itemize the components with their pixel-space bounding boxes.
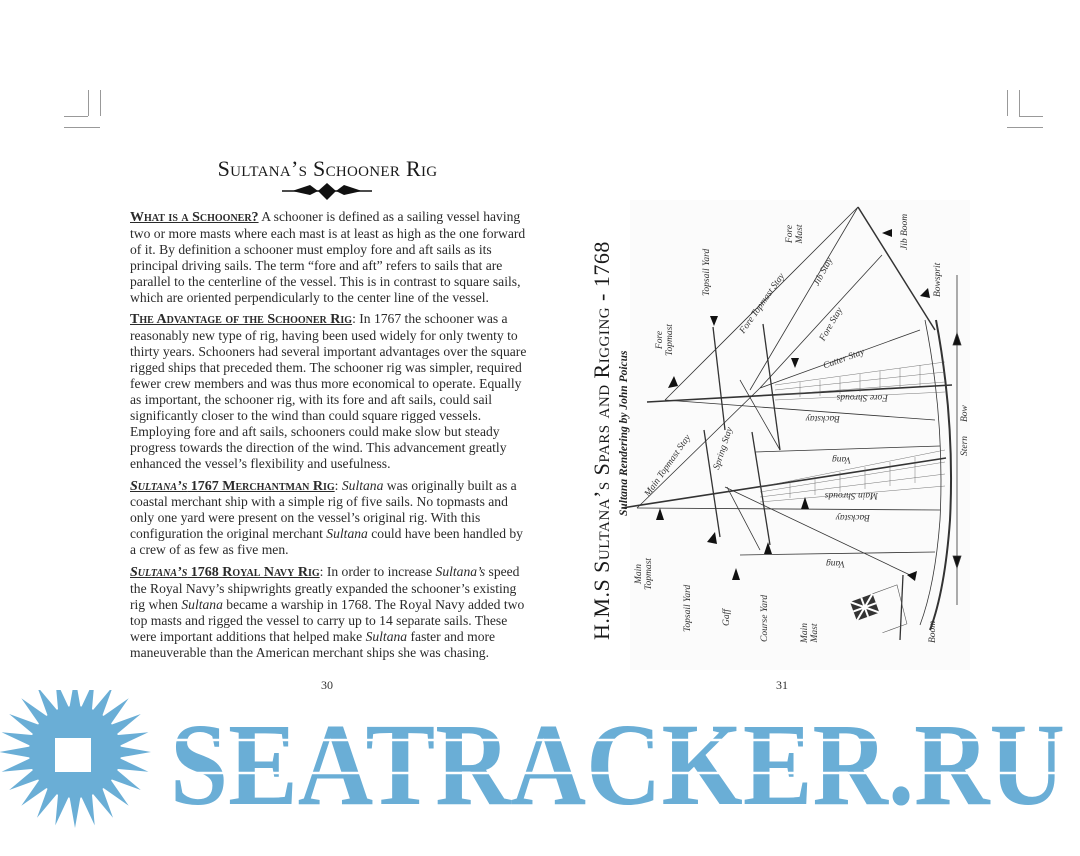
vang-fore-line bbox=[754, 445, 941, 453]
label-gaff: Gaff bbox=[722, 609, 732, 626]
diagram-title: H.M.S Sultana’s Spars and Rigging - 1768 bbox=[589, 241, 614, 640]
section-advantage: The Advantage of the Schooner Rig: In 17… bbox=[130, 311, 528, 471]
crop-mark bbox=[88, 90, 89, 116]
union-jack-flag-icon bbox=[849, 584, 908, 634]
crop-mark bbox=[100, 90, 101, 116]
course-yard-fore bbox=[762, 323, 781, 451]
section-heading: 1768 Royal Navy Rig bbox=[187, 565, 320, 581]
left-page: Sultana’s Schooner Rig What is a Schoone… bbox=[130, 156, 528, 692]
main-topmast-stay-line bbox=[636, 387, 761, 509]
backstay-main-line bbox=[636, 507, 941, 511]
section-royal-navy-rig: Sultana’s 1768 Royal Navy Rig: In order … bbox=[130, 564, 528, 660]
crop-mark bbox=[1019, 116, 1043, 117]
topsail-yard-main bbox=[703, 429, 721, 538]
spring-stay-line bbox=[724, 486, 911, 576]
watermark-text: SEATRACKER.RU bbox=[170, 699, 1065, 830]
diagram-background bbox=[630, 200, 970, 670]
section-heading: 1767 Merchantman Rig bbox=[187, 478, 335, 494]
label-fore-shrouds: Fore Shrouds bbox=[836, 392, 888, 402]
crop-mark bbox=[64, 116, 88, 117]
section-body: Sultana bbox=[341, 477, 384, 493]
label-backstay-fore: Backstay bbox=[805, 413, 840, 423]
section-body: Sultana bbox=[326, 526, 368, 542]
crop-mark bbox=[1007, 90, 1008, 116]
fore-stay-line bbox=[759, 254, 883, 389]
section-body: faster and more maneuverable than the Am… bbox=[130, 628, 496, 660]
section-body: : In 1767 the schooner was a reasonably … bbox=[130, 311, 527, 471]
label-vang-fore: Vang bbox=[832, 454, 851, 464]
section-heading-italic: Sultana’s bbox=[130, 478, 188, 494]
fore-mast-line bbox=[646, 384, 953, 403]
seatracker-watermark: SEATRACKER.RU bbox=[0, 690, 1070, 830]
page-number: 31 bbox=[776, 678, 788, 692]
fore-shrouds bbox=[774, 361, 946, 401]
label-stern: Stern bbox=[960, 435, 970, 456]
backstay-fore-line bbox=[664, 399, 936, 421]
section-heading-italic: Sultana’s bbox=[130, 565, 188, 581]
section-body: : bbox=[334, 477, 342, 493]
label-course-yard: Course Yard bbox=[760, 594, 770, 642]
crop-mark bbox=[64, 127, 100, 128]
section-body: A schooner is defined as a sailing vesse… bbox=[130, 209, 526, 305]
label-topsail-yard-main: Topsail Yard bbox=[683, 584, 693, 632]
main-mast-line bbox=[621, 457, 947, 509]
cutter-stay-line bbox=[759, 329, 921, 389]
shrouds-grid bbox=[759, 361, 946, 503]
label-boom: Boom bbox=[928, 620, 938, 643]
page-number: 30 bbox=[321, 678, 333, 692]
label-bowsprit: Bowsprit bbox=[933, 262, 943, 297]
gaff-main bbox=[726, 486, 761, 551]
label-vang-main: Vang bbox=[826, 558, 845, 568]
course-yard-main bbox=[751, 431, 771, 546]
label-backstay-main: Backstay bbox=[835, 512, 870, 522]
diagram-credit: Sultana Rendering by John Poicus bbox=[618, 350, 630, 516]
section-body: : In order to increase bbox=[319, 564, 436, 580]
main-shrouds bbox=[759, 449, 946, 503]
gaff-fore bbox=[739, 379, 781, 451]
section-body: speed the Royal Navy’s shipwrights great… bbox=[130, 564, 520, 612]
section-merchantman-rig: Sultana’s 1767 Merchantman Rig: Sultana … bbox=[130, 478, 528, 559]
crop-mark bbox=[1007, 127, 1043, 128]
boom-line bbox=[899, 574, 904, 641]
label-main-shrouds: Main Shrouds bbox=[824, 490, 878, 500]
diagram-lines bbox=[621, 206, 962, 641]
section-heading: The Advantage of the Schooner Rig bbox=[130, 312, 353, 328]
label-topsail-yard-fore: Topsail Yard bbox=[702, 248, 712, 296]
ornament-divider-icon bbox=[282, 183, 372, 200]
crop-mark bbox=[1019, 90, 1020, 116]
label-main-mast: Main Mast bbox=[800, 622, 820, 644]
stern-bow-arrowheads bbox=[952, 331, 962, 570]
hull-outline bbox=[929, 319, 953, 631]
label-fore-topmast: Fore Topmast bbox=[655, 324, 675, 356]
bowsprit-line bbox=[857, 206, 936, 331]
label-jib-boom: Jib Boom bbox=[900, 213, 910, 250]
section-body: could have been handled by a crew of as … bbox=[130, 526, 523, 558]
fore-topmast-stay-line bbox=[664, 206, 859, 401]
page-title: Sultana’s Schooner Rig bbox=[217, 156, 438, 181]
section-body: Sultana bbox=[365, 628, 408, 644]
section-body: became a warship in 1768. The Royal Navy… bbox=[130, 596, 525, 644]
body-text: What is a Schooner? A schooner is define… bbox=[130, 209, 528, 666]
watermark-stripes bbox=[170, 738, 1070, 775]
label-bow: Bow bbox=[960, 405, 970, 422]
label-fore-mast: Fore Mast bbox=[785, 224, 805, 244]
vang-main-line bbox=[739, 551, 936, 556]
section-body: Sultana’s bbox=[435, 564, 486, 580]
section-heading: What is a Schooner? bbox=[130, 210, 259, 225]
label-main-topmast: Main Topmast bbox=[634, 558, 654, 590]
topsail-yard-fore bbox=[712, 326, 726, 431]
pointer-arrows bbox=[656, 229, 930, 581]
sunburst-logo-icon bbox=[0, 690, 151, 828]
section-what-is-schooner: What is a Schooner? A schooner is define… bbox=[130, 209, 528, 305]
section-body: Sultana bbox=[181, 596, 223, 612]
section-body: was originally built as a coastal mercha… bbox=[130, 477, 517, 542]
